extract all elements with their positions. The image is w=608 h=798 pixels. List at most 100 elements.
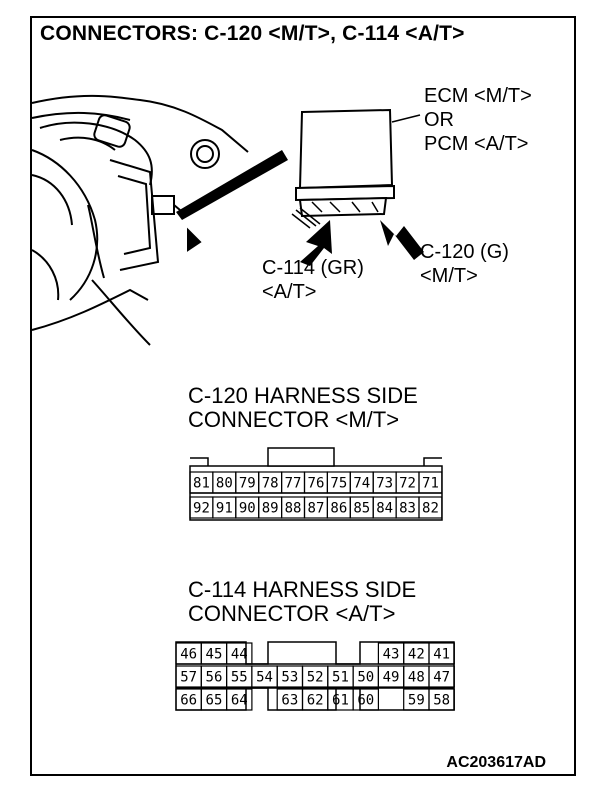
c120-pin-number: 90 (239, 501, 256, 517)
c120-pin-cell: 73 (372, 471, 397, 494)
ecm-label-line2: OR (424, 109, 454, 131)
c114-pin-cell: 52 (301, 665, 329, 688)
c114-pin-cell: 60 (352, 688, 380, 711)
c120-pin-cell: 88 (281, 496, 306, 519)
c120-callout-line1: C-120 (G) (420, 241, 509, 263)
c120-pin-cell: 86 (326, 496, 351, 519)
c114-pin-number: 43 (383, 647, 400, 663)
c114-pin-number: 49 (383, 670, 400, 686)
c120-pin-number: 75 (330, 476, 347, 492)
c114-pin-number: 63 (281, 693, 298, 709)
c114-pin-cell: 51 (327, 665, 354, 688)
c114-callout-line2: <A/T> (262, 281, 317, 303)
c114-pin-cell: 59 (403, 688, 430, 711)
c120-pin-number: 77 (285, 476, 302, 492)
c120-pin-cell: 85 (349, 496, 374, 519)
c114-pin-number: 46 (180, 647, 197, 663)
c120-pin-number: 87 (308, 501, 325, 517)
c114-pin-number: 56 (206, 670, 223, 686)
c120-pin-number: 80 (216, 476, 233, 492)
c114-pin-number: 66 (180, 693, 197, 709)
c114-pin-number: 62 (307, 693, 324, 709)
c114-pin-cell: 66 (175, 688, 202, 711)
c114-callout-line1: C-114 (GR) (262, 257, 364, 279)
c120-pin-number: 81 (193, 476, 210, 492)
c114-pin-cell: 50 (352, 665, 380, 688)
c120-pin-cell: 72 (395, 471, 420, 494)
c114-pin-cell: 44 (226, 642, 253, 665)
c114-pin-cell: 65 (200, 688, 228, 711)
c120-pin-cell: 74 (349, 471, 374, 494)
c114-pin-number: 64 (231, 693, 248, 709)
c120-pin-number: 84 (376, 501, 393, 517)
c114-pin-number: 48 (408, 670, 425, 686)
c114-pin-number: 58 (433, 693, 450, 709)
arrow-c114 (300, 220, 332, 266)
c114-pin-number: 54 (256, 670, 273, 686)
c114-pin-cell: 53 (276, 665, 304, 688)
c120-pin-cell: 75 (326, 471, 351, 494)
c114-heading-line2: CONNECTOR <A/T> (188, 601, 396, 626)
c114-pin-number: 51 (332, 670, 349, 686)
c114-pin-number: 45 (206, 647, 223, 663)
c114-pin-number: 53 (281, 670, 298, 686)
c120-pin-number: 86 (330, 501, 347, 517)
c120-pin-number: 89 (262, 501, 279, 517)
c114-pin-cell: 54 (251, 665, 278, 688)
c120-pin-cell: 89 (258, 496, 283, 519)
c120-pin-cell: 90 (235, 496, 260, 519)
c114-pin-cell: 48 (403, 665, 430, 688)
c114-pin-cell: 46 (175, 642, 202, 665)
c120-pin-number: 85 (353, 501, 370, 517)
c120-pin-cell: 78 (258, 471, 283, 494)
c120-pin-number: 76 (308, 476, 325, 492)
c114-pin-cell: 55 (226, 665, 253, 688)
c120-pin-cell: 84 (372, 496, 397, 519)
c120-pin-number: 74 (353, 476, 370, 492)
c120-pin-number: 82 (422, 501, 439, 517)
c114-pin-cell: 61 (327, 688, 354, 711)
c120-pin-cell: 71 (418, 471, 443, 494)
c114-pin-number: 57 (180, 670, 197, 686)
c114-pin-number: 44 (231, 647, 248, 663)
c114-pin-number: 55 (231, 670, 248, 686)
c120-pin-number: 72 (399, 476, 416, 492)
c114-pin-number: 60 (357, 693, 374, 709)
c114-pin-cell: 45 (200, 642, 228, 665)
c114-pin-cell: 42 (403, 642, 430, 665)
c114-pin-number: 50 (357, 670, 374, 686)
c120-pin-cell: 83 (395, 496, 420, 519)
diagram-title: CONNECTORS: C-120 <M/T>, C-114 <A/T> (40, 22, 465, 45)
c114-pin-cell: 62 (301, 688, 329, 711)
c120-pin-number: 79 (239, 476, 256, 492)
c120-pin-cell: 77 (281, 471, 306, 494)
c114-pin-number: 59 (408, 693, 425, 709)
c120-pin-cell: 76 (303, 471, 328, 494)
c120-pin-number: 78 (262, 476, 279, 492)
c114-pin-cell: 41 (428, 642, 455, 665)
ecm-label-line3: PCM <A/T> (424, 133, 529, 155)
c120-heading-line1: C-120 HARNESS SIDE (188, 383, 418, 408)
c114-pin-number: 47 (433, 670, 450, 686)
c120-pin-cell: 82 (418, 496, 443, 519)
c114-pin-cell: 47 (428, 665, 455, 688)
c114-pin-number: 61 (332, 693, 349, 709)
c114-pin-number: 41 (433, 647, 450, 663)
c120-pin-number: 71 (422, 476, 439, 492)
c120-pin-cell: 79 (235, 471, 260, 494)
c120-pin-cell: 80 (212, 471, 237, 494)
figure-code: AC203617AD (446, 754, 546, 771)
ecm-label-line1: ECM <M/T> (424, 85, 532, 107)
c120-pin-cell: 87 (303, 496, 328, 519)
c120-pin-number: 91 (216, 501, 233, 517)
c114-pin-number: 52 (307, 670, 324, 686)
c120-pin-cell: 91 (212, 496, 237, 519)
c114-pin-cell: 43 (377, 642, 405, 665)
c120-callout-line2: <M/T> (420, 265, 478, 287)
diagram-frame: CONNECTORS: C-120 <M/T>, C-114 <A/T> AC2… (30, 16, 576, 776)
c120-pin-number: 73 (376, 476, 393, 492)
ecm-unit (295, 108, 395, 218)
c120-pin-number: 92 (193, 501, 210, 517)
c114-pin-cell: 49 (377, 665, 405, 688)
